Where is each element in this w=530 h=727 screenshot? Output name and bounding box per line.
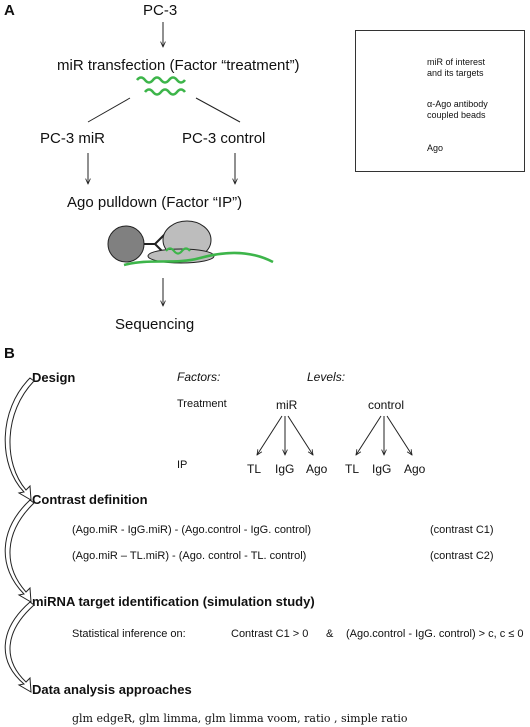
data-analysis-heading: Data analysis approaches [32, 682, 192, 697]
curved-arrow-mirna-to-analysis [4, 601, 35, 693]
ip-level-mir-tl: TL [247, 462, 262, 476]
transfection-node: miR transfection (Factor “treatment”) [57, 57, 300, 74]
mir-squiggle-2 [143, 88, 187, 96]
treatment-factor-label: Treatment [177, 398, 227, 410]
inference-condition: (Ago.control - IgG. control) > c, c ≤ 0 [346, 628, 524, 640]
legend-mir-label: miR of interest and its targets [427, 57, 486, 78]
pc3-control-node: PC-3 control [182, 130, 266, 147]
contrast-c2-formula: (Ago.miR – TL.miR) - (Ago. control - TL.… [72, 550, 307, 562]
pulldown-node: Ago pulldown (Factor “IP”) [67, 194, 243, 211]
tree-mir-to-tl [257, 415, 283, 455]
legend-box [355, 30, 525, 172]
inference-and: & [326, 628, 334, 640]
mir-squiggle-1 [135, 76, 187, 84]
levels-header: Levels: [307, 370, 346, 384]
mir-target-line [123, 251, 274, 267]
ip-level-control-tl: TL [345, 462, 360, 476]
contrast-c1-formula: (Ago.miR - IgG.miR) - (Ago.control - IgG… [72, 524, 311, 536]
level-mir: miR [276, 398, 298, 412]
ip-level-control-ago: Ago [404, 462, 426, 476]
branch-left [87, 97, 131, 123]
curved-arrow-design-to-contrast [4, 377, 35, 501]
legend-antibody-label: α-Ago antibody coupled beads [427, 99, 488, 120]
sequencing-node: Sequencing [115, 316, 195, 333]
curved-arrow-contrast-to-mirna [4, 499, 35, 603]
panel-a-label: A [4, 2, 15, 19]
contrast-c1-label: (contrast C1) [430, 524, 494, 536]
level-control: control [368, 398, 405, 412]
tree-control-to-ago [386, 415, 412, 455]
ip-level-mir-igg: IgG [275, 462, 295, 476]
analysis-methods: glm edgeR, glm limma, glm limma voom, ra… [72, 712, 408, 725]
ip-factor-label: IP [177, 459, 188, 471]
inference-c1: Contrast C1 > 0 [231, 628, 309, 640]
pc3-node: PC-3 [143, 2, 178, 19]
tree-mir-to-ago [287, 415, 313, 455]
factors-header: Factors: [177, 370, 221, 384]
pc3-mir-node: PC-3 miR [40, 130, 106, 147]
ip-level-mir-ago: Ago [306, 462, 328, 476]
branch-right [195, 97, 241, 123]
panel-b-label: B [4, 345, 15, 362]
contrast-heading: Contrast definition [32, 492, 148, 507]
tree-control-to-tl [356, 415, 382, 455]
mirna-heading: miRNA target identification (simulation … [32, 594, 315, 609]
design-heading: Design [32, 370, 76, 385]
ip-level-control-igg: IgG [372, 462, 392, 476]
inference-prefix: Statistical inference on: [72, 628, 186, 640]
legend-ago-label: Ago [427, 143, 444, 153]
mir-bound-squiggle [165, 247, 191, 255]
contrast-c2-label: (contrast C2) [430, 550, 494, 562]
